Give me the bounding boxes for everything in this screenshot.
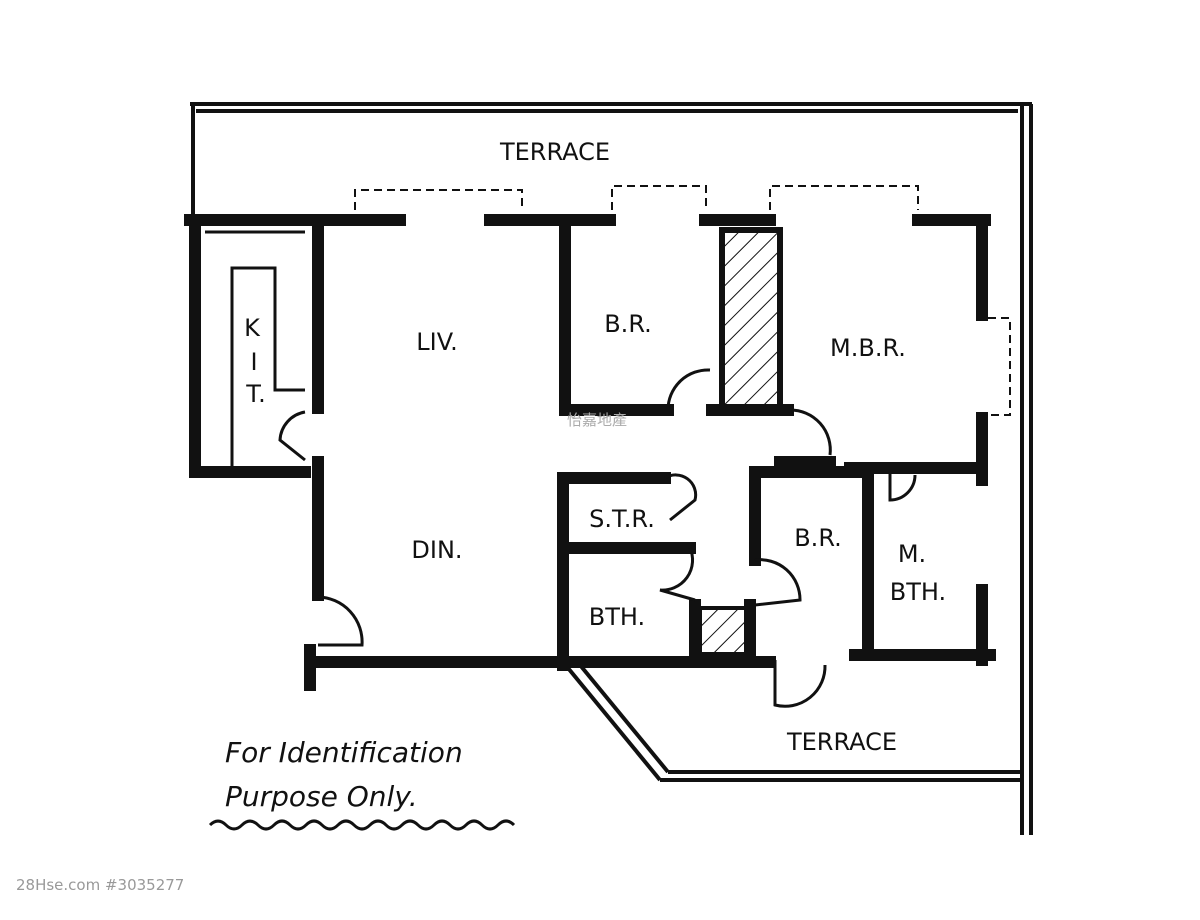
room-label-terrace-top: TERRACE [499, 138, 610, 166]
room-label-dining: DIN. [411, 536, 462, 564]
room-label-kitchen-k: K [244, 314, 261, 342]
room-label-bedroom-2: B.R. [794, 524, 842, 552]
footer-source: 28Hse.com #3035277 [16, 876, 185, 894]
windows [354, 185, 1011, 416]
room-label-master-bath-2: BTH. [890, 578, 946, 606]
hatched-duct [698, 606, 750, 656]
identification-note-line-1: For Identification [225, 736, 463, 769]
room-label-bedroom-1: B.R. [604, 310, 652, 338]
watermark: 怡嘉地產 [567, 411, 627, 429]
kitchen-counter [205, 230, 305, 470]
terrace-boundary [190, 102, 1033, 835]
room-label-master-bath-1: M. [898, 540, 926, 568]
room-label-store: S.T.R. [589, 505, 655, 533]
squiggle-underline [208, 819, 516, 831]
room-label-kitchen-i: I [250, 348, 257, 376]
door-swings [278, 368, 917, 708]
room-label-master-bedroom: M.B.R. [830, 334, 906, 362]
room-label-living: LIV. [416, 328, 457, 356]
room-label-terrace-bottom: TERRACE [786, 728, 897, 756]
room-label-kitchen-t: T. [245, 380, 265, 408]
identification-note-line-2: Purpose Only. [225, 780, 418, 813]
room-label-bath: BTH. [589, 603, 645, 631]
hatched-shaft [719, 227, 783, 413]
